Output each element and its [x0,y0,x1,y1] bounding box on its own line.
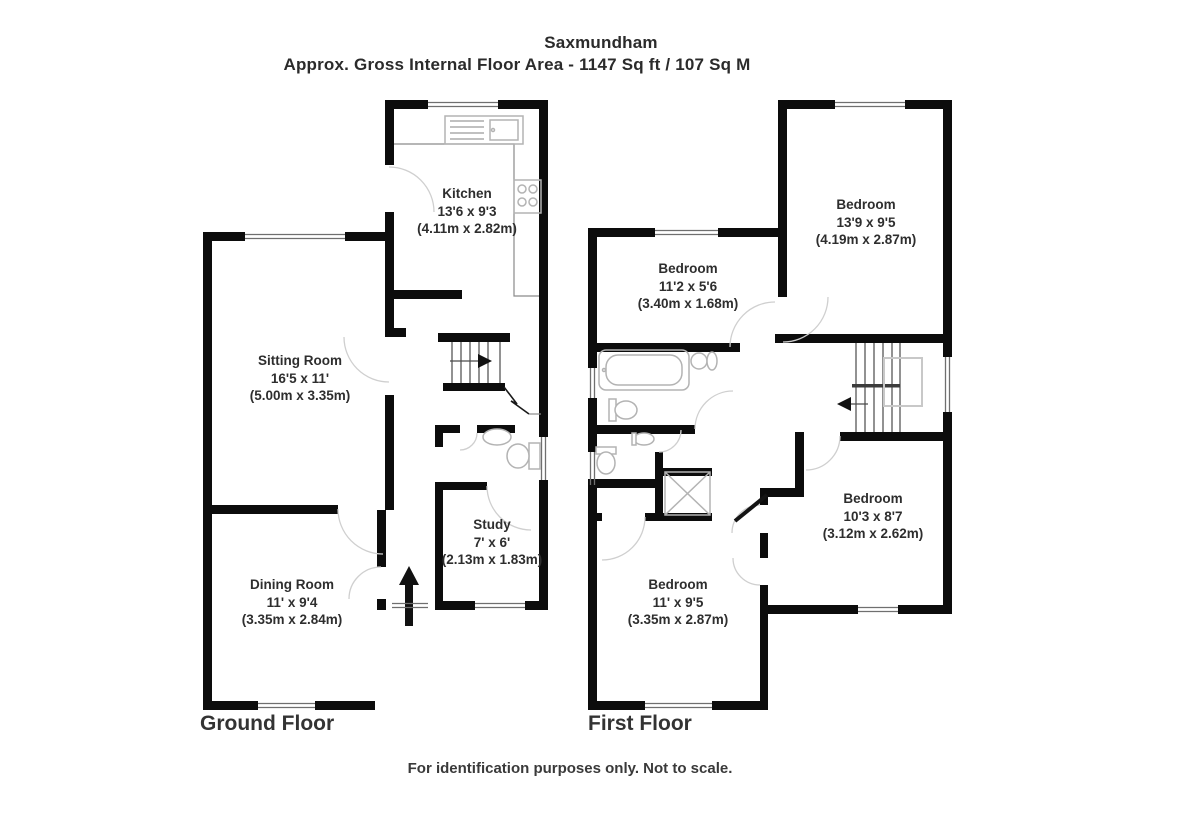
toilet-icon [595,446,617,475]
room-dims-imperial: 11' x 9'5 [652,594,704,610]
ground-floor-caption: Ground Floor [200,712,335,735]
room-label-kitchen: Kitchen 13'6 x 9'3 (4.11m x 2.82m) [417,185,517,238]
hob-icon [513,179,542,214]
room-dims-metric: (4.11m x 2.82m) [417,221,517,237]
room-label-bedroom-1: Bedroom 13'9 x 9'5 (4.19m x 2.87m) [816,196,917,249]
stairs-direction-arrow [837,397,851,411]
staircase-up-icon [450,342,501,383]
disclaimer-text: For identification purposes only. Not to… [407,760,733,777]
room-dims-imperial: 16'5 x 11' [270,370,330,386]
window-icon [589,101,951,709]
door-arc-icon [601,296,841,586]
staircase-down-icon [837,343,923,432]
wash-basin-icon [631,432,655,446]
room-label-bedroom-2: Bedroom 11'2 x 5'6 (3.40m x 1.68m) [638,260,739,313]
toilet-icon [506,442,541,470]
door-leaf-icon [733,493,769,523]
room-name: Bedroom [658,261,718,276]
door-leaf-icon [503,386,530,415]
room-dims-imperial: 7' x 6' [473,534,511,550]
room-label-study: Study 7' x 6' (2.13m x 1.83m) [442,516,543,569]
room-dims-metric: (3.12m x 2.62m) [822,526,924,542]
door-arc-icon [337,166,532,600]
kitchen-sink-icon [444,115,524,145]
room-dims-imperial: 11' x 9'4 [266,594,318,610]
entrance-arrow-icon [392,566,428,626]
room-dims-metric: (2.13m x 1.83m) [441,552,543,568]
room-dims-imperial: 10'3 x 8'7 [843,508,903,524]
room-label-bedroom-4: Bedroom 11' x 9'5 (3.35m x 2.87m) [628,576,729,629]
first-floor-plan [588,100,952,710]
shower-cubicle-icon [664,471,711,516]
wash-basin-icon [482,428,512,446]
first-floor-caption: First Floor [588,712,692,735]
wash-basin-icon [608,398,638,422]
room-name: Study [473,517,511,532]
room-name: Sitting Room [258,353,342,368]
room-dims-metric: (5.00m x 3.35m) [249,388,351,404]
room-name: Bedroom [843,491,903,506]
room-dims-metric: (3.40m x 1.68m) [637,296,739,312]
room-name: Kitchen [442,186,492,201]
room-dims-metric: (3.35m x 2.87m) [627,612,729,628]
room-label-sitting-room: Sitting Room 16'5 x 11' (5.00m x 3.35m) [250,352,351,405]
toilet-icon [690,351,718,371]
room-name: Dining Room [250,577,334,592]
window-icon [245,101,547,709]
ground-floor-plan [203,100,548,710]
room-name: Bedroom [648,577,708,592]
stairs-direction-arrow [478,354,492,368]
plan-location-title: Saxmundham [544,33,658,52]
room-dims-imperial: 13'6 x 9'3 [437,203,497,219]
room-dims-imperial: 11'2 x 5'6 [658,278,718,294]
plan-area-subtitle: Approx. Gross Internal Floor Area - 1147… [283,55,751,74]
room-label-bedroom-3: Bedroom 10'3 x 8'7 (3.12m x 2.62m) [823,490,924,543]
bathtub-icon [598,349,690,391]
room-dims-imperial: 13'9 x 9'5 [836,214,896,230]
room-dims-metric: (4.19m x 2.87m) [815,232,917,248]
room-label-dining-room: Dining Room 11' x 9'4 (3.35m x 2.84m) [242,576,343,629]
loft-hatch-icon [883,357,923,407]
room-name: Bedroom [836,197,896,212]
room-dims-metric: (3.35m x 2.84m) [241,612,343,628]
